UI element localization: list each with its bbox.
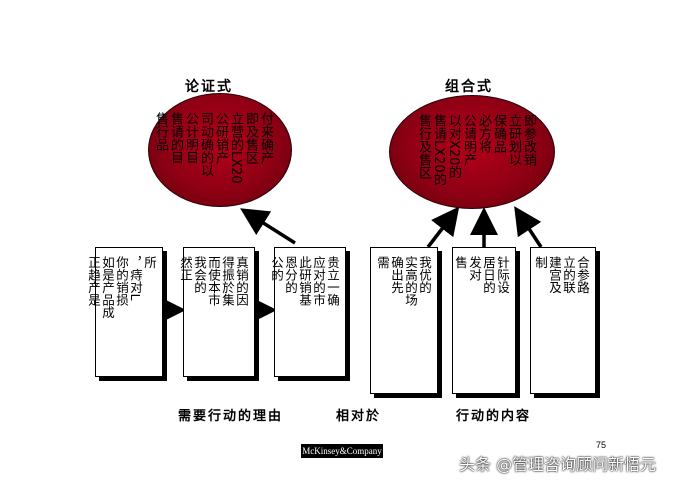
content-box-1-text: 我优的 实高的场 确出先 需 — [375, 256, 432, 306]
box-line: 售 — [453, 256, 468, 269]
box-line: 居日的 — [481, 256, 496, 294]
box-line: 我优的 — [417, 256, 432, 294]
box-line: 需 — [375, 256, 390, 269]
ellipse-right-line: 售请LX20的 — [431, 114, 446, 186]
box-line: 发对 — [467, 256, 482, 281]
ellipse-left-line: 即及售区 — [243, 112, 258, 164]
reason-box-3-text: 贵立一确 应对的市 此研销基 恩分的 公的 — [269, 256, 340, 306]
box-line: 然正 — [178, 256, 193, 281]
arrow-from-box-4 — [426, 206, 460, 249]
box-line: 实高的场 — [403, 256, 418, 306]
ellipse-right-line: 即参改销 — [521, 114, 536, 166]
box-line: 针际设 — [495, 256, 510, 294]
content-box-1: 我优的 实高的场 确出先 需 — [370, 247, 438, 394]
reason-box-1-text: 所 ，痔对L 你的销损 如是产品成 正趋产是 — [86, 256, 157, 319]
content-box-2: 针际设 居日的 发对 售 — [452, 247, 516, 394]
box-line: 确出先 — [389, 256, 404, 294]
arrow-from-box-6 — [514, 206, 543, 248]
ellipse-left-line: 立营的LX20 — [228, 112, 243, 184]
ellipse-right-text: 即参改销 立研划以 保确品 必方将 公请明产 以对X20的 售请LX20的 售行… — [416, 114, 536, 186]
box-line: 合参路 — [575, 256, 590, 294]
ellipse-left-line: 司动确的以 — [198, 112, 213, 177]
box-line: 建宫及 — [547, 256, 562, 294]
box-line: 所 — [142, 256, 157, 269]
title-argumentative: 论证式 — [185, 79, 233, 95]
reason-box-3: 贵立一确 应对的市 此研销基 恩分的 公的 — [269, 247, 346, 377]
ellipse-right-line: 保确品 — [491, 114, 506, 153]
box-line: 我会的 — [192, 256, 207, 294]
content-box-2-text: 针际设 居日的 发对 售 — [453, 256, 510, 294]
ellipse-right-line: 售行及售区 — [416, 114, 431, 179]
box-line: 得振於集 — [220, 256, 235, 306]
box-line: 贵立一确 — [325, 256, 340, 306]
reason-box-2: 真销的因 得振於集 而使本市 我会的 然正 — [178, 247, 255, 377]
ellipse-left-text: 付来确产 即及售区 立营的LX20 公研销产 司动确的以 公计明目 售请的目 售… — [153, 112, 273, 184]
watermark-text: 头条 @管理咨询顾问新悟元 — [459, 455, 657, 474]
ellipse-left-line: 公计明目 — [183, 112, 198, 164]
ellipse-left-line: 售行品 — [153, 112, 168, 151]
ellipse-left-line: 付来确产 — [258, 112, 273, 164]
box-line: 此研销基 — [297, 256, 312, 306]
ellipse-right-line: 公请明产 — [461, 114, 476, 166]
ellipse-combinational: 即参改销 立研划以 保确品 必方将 公请明产 以对X20的 售请LX20的 售行… — [389, 95, 555, 209]
label-reason-for-action: 需要行动的理由 — [178, 409, 284, 424]
box-line: 而使本市 — [206, 256, 221, 306]
arrow-to-left-ellipse — [240, 208, 296, 245]
ellipse-left-line: 公研销产 — [213, 112, 228, 164]
page-number: 75 — [596, 440, 607, 450]
content-box-3-text: 合参路 立的联 建宫及 制 — [533, 256, 590, 294]
title-combinational: 组合式 — [445, 79, 493, 95]
box-line: 制 — [533, 256, 548, 269]
ellipse-right-line: 立研划以 — [506, 114, 521, 166]
label-relative-to: 相对於 — [336, 409, 382, 424]
content-box-3: 合参路 立的联 建宫及 制 — [530, 247, 596, 394]
box-line: 立的联 — [561, 256, 576, 294]
ellipse-right-line: 以对X20的 — [446, 114, 461, 179]
ellipse-right-line: 必方将 — [476, 114, 491, 153]
label-action-content: 行动的内容 — [456, 409, 532, 424]
reason-box-1: 所 ，痔对L 你的销损 如是产品成 正趋产是 — [86, 247, 163, 377]
ellipse-left-line: 售请的目 — [168, 112, 183, 164]
box-line: 正趋产是 — [86, 256, 101, 306]
box-line: ，痔对L — [128, 256, 143, 301]
mckinsey-logo: McKinsey&Company — [301, 444, 383, 458]
box-line: 如是产品成 — [100, 256, 115, 319]
reason-box-2-text: 真销的因 得振於集 而使本市 我会的 然正 — [178, 256, 249, 306]
ellipse-argumentative: 付来确产 即及售区 立营的LX20 公研销产 司动确的以 公计明目 售请的目 售… — [148, 93, 292, 207]
box-line: 公的 — [269, 256, 284, 281]
box-line: 恩分的 — [283, 256, 298, 294]
box-line: 应对的市 — [311, 256, 326, 306]
box-line: 真销的因 — [234, 256, 249, 306]
box-line: 你的销损 — [114, 256, 129, 306]
